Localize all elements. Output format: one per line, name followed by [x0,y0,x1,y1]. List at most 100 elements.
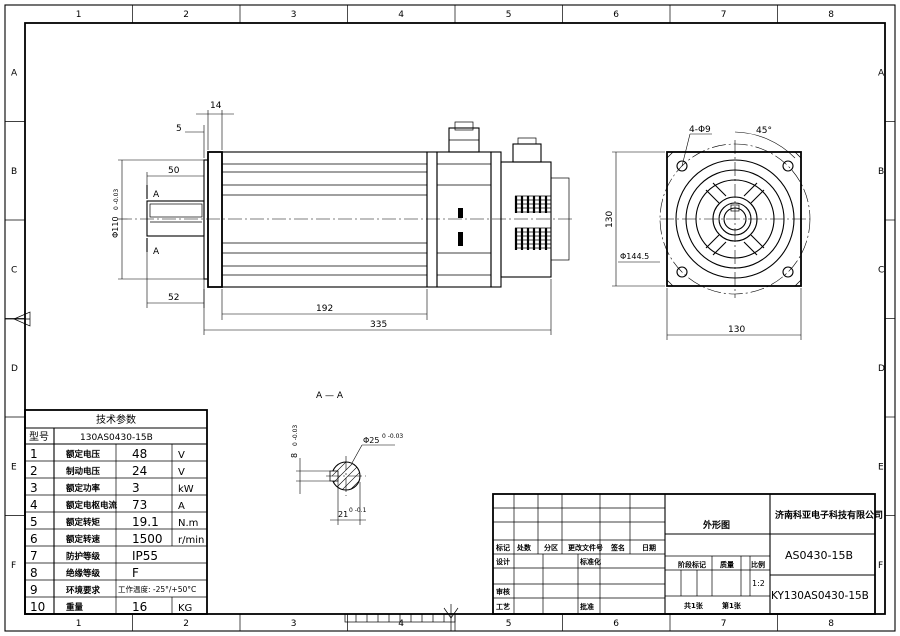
dim-21: 21 [338,510,348,519]
row-label: C [11,265,17,275]
bolt-hole [676,266,688,278]
dim-335: 335 [370,320,387,330]
row-label: B [11,167,17,177]
spec-row-no: 3 [30,481,38,495]
spec-model-label: 型号 [29,430,49,443]
spec-row-value: 1500 [132,532,163,546]
spec-row-value: 3 [132,481,140,495]
dim-angle: 45° [756,126,772,136]
spec-row-unit: kW [178,484,194,495]
dim-130-bottom: 130 [728,325,745,335]
column-label: 2 [183,619,189,629]
bolt-hole [676,160,688,172]
tb-mass: 质量 [720,560,734,569]
spec-row-name: 额定转矩 [66,517,101,528]
spec-row-unit: N.m [178,518,198,529]
motor-shaft [146,200,205,237]
column-label: 4 [398,619,404,629]
tb-standard: 标准化 [579,557,601,566]
title-block: 标记 处数 分区 更改文件号 签名 日期 设计 标准化 审核 工艺 批准 外形图… [492,493,883,615]
row-label: D [11,364,18,374]
dim-192: 192 [316,304,333,314]
brake-section [436,151,492,288]
dim-phi110: Φ110 [111,216,120,238]
tb-chushu: 处数 [516,543,532,552]
tb-fenqu: 分区 [544,543,558,552]
spec-row-unit: A [178,501,185,512]
tb-code: KY130AS0430-15B [771,590,869,602]
frame-ticks [5,5,895,631]
tb-company: 济南科亚电子科技有限公司 [775,509,883,521]
tb-riqi: 日期 [642,543,656,552]
row-label: A [11,68,18,78]
motor-flange [207,151,223,288]
section-title: A — A [316,391,344,401]
bolt-hole [782,266,794,278]
spec-row-no: 5 [30,515,38,529]
row-label: B [878,167,884,177]
column-label: 1 [76,619,82,629]
spec-row-no: 7 [30,549,38,563]
tb-model: AS0430-15B [785,549,853,562]
column-label: 6 [613,10,619,20]
spec-row-name: 额定转速 [66,534,101,545]
spec-row-unit: V [178,450,185,461]
spec-row-no: 6 [30,532,38,546]
tb-genggai: 更改文件号 [568,543,603,552]
column-label: 7 [721,10,727,20]
spec-row-name: 额定电压 [66,449,101,460]
tb-scale: 1:2 [752,579,765,588]
dim-8: 8 [290,453,299,458]
encoder-housing [500,161,552,278]
column-label: 5 [506,10,512,20]
dim-14: 14 [210,101,222,111]
spec-table-title: 技术参数 [96,413,136,426]
tb-design: 设计 [496,557,510,566]
spec-row-value: 24 [132,464,147,478]
column-label: 7 [721,619,727,629]
spec-model-value: 130AS0430-15B [80,433,153,443]
spec-row-value: F [132,566,139,580]
row-label: D [878,364,885,374]
fin-bars [514,196,548,250]
dim-50: 50 [168,166,180,176]
tb-total-sheets: 共1张 [684,601,704,610]
spec-row-no: 10 [30,600,45,614]
spec-row-name: 重量 [66,602,84,613]
column-label: 3 [291,619,297,629]
spec-row-name: 制动电压 [66,466,101,477]
row-label: F [878,561,883,571]
spec-row-value: 48 [132,447,147,461]
spec-row-name: 防护等级 [66,551,101,562]
spec-row-no: 2 [30,464,38,478]
outer-border [4,4,896,632]
dim-130-side: 130 [605,211,615,228]
bolt-hole [782,160,794,172]
row-label: A [878,68,885,78]
section-mark-top: A [153,190,160,200]
spec-row-value: 工作温度: -25°/+50°C [118,584,196,594]
dim-21-tol: 0 -0.1 [349,507,367,514]
spec-row-no: 9 [30,583,38,597]
row-label: C [878,265,884,275]
motor-front-view: 4-Φ9 45° 130 Φ144.5 130 [605,125,811,340]
front-flange-square [666,151,802,287]
column-label: 3 [291,10,297,20]
spec-row-unit: V [178,467,185,478]
tb-review: 审核 [496,587,510,596]
spec-row-name: 额定电枢电流 [66,500,118,511]
tb-drawing-name: 外形图 [702,519,730,531]
spec-row-value: 19.1 [132,515,159,529]
row-label: E [878,462,884,472]
spec-row-name: 环境要求 [66,585,101,596]
dim-phi144: Φ144.5 [620,252,649,261]
column-label: 8 [828,619,834,629]
tb-process: 工艺 [496,602,510,611]
spec-row-value: IP55 [132,549,158,563]
row-label: F [11,561,16,571]
